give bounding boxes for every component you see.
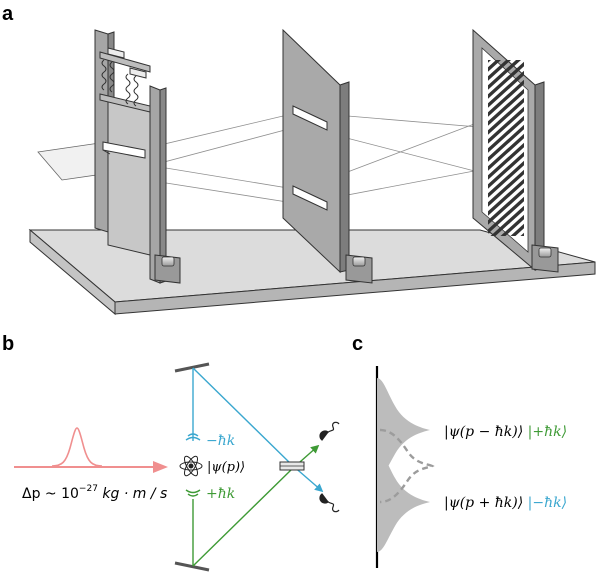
svg-text:|ψ(p + ħk)⟩ |−ħk⟩: |ψ(p + ħk)⟩ |−ħk⟩	[444, 495, 567, 511]
kick-minus-icon	[185, 433, 201, 441]
fringe-stripe	[488, 86, 524, 146]
svg-text:Δp ~ 10−27 kg · m / s: Δp ~ 10−27 kg · m / s	[22, 484, 167, 502]
fringe-stripe	[488, 167, 524, 227]
fringe-stripe	[488, 104, 524, 164]
kick-plus-icon	[185, 489, 201, 497]
fringe-stripe	[488, 113, 524, 173]
fringe-stripe	[476, 294, 536, 353]
fringe-stripe	[488, 149, 524, 209]
panel-c: c |ψ(p − ħk)⟩ |+ħk⟩ |ψ(p + ħk)⟩ |−ħk⟩	[352, 333, 567, 568]
top-mirror	[174, 362, 210, 373]
fringe-stripe	[488, 60, 524, 119]
fringe-stripe	[476, 0, 536, 38]
psi-state-label: |ψ(p)⟩	[207, 460, 245, 475]
ket-lower-label: |−ħk⟩	[528, 495, 567, 511]
panel-b: b Δp ~ 10−27 kg · m / s	[2, 333, 340, 572]
fringe-stripe	[476, 0, 536, 29]
state-lower-label: |ψ(p + ħk)⟩	[444, 495, 523, 511]
svg-text:|ψ(p − ħk)⟩ |+ħk⟩: |ψ(p − ħk)⟩ |+ħk⟩	[444, 424, 567, 440]
fringe-stripe	[488, 122, 524, 182]
momentum-units: kg · m / s	[98, 486, 167, 502]
fringe-stripe	[488, 176, 524, 236]
green-beam-diagonal	[192, 468, 293, 567]
panel-a: a	[2, 0, 596, 353]
fringe-stripe	[488, 212, 524, 236]
fringe-stripe	[476, 276, 536, 335]
gaussian-lower	[377, 450, 430, 552]
detector-lower-icon	[319, 493, 340, 513]
fringe-stripe	[488, 68, 524, 128]
momentum-uncertainty: Δp ~ 10	[22, 486, 79, 502]
gaussian-upper	[377, 378, 430, 478]
minus-hk-label: −ħk	[206, 433, 235, 449]
fringe-stripe	[476, 0, 536, 11]
fringe-stripe	[488, 60, 524, 83]
detector-upper-icon	[319, 421, 340, 441]
fringe-stripe	[488, 158, 524, 218]
fringe-stripe	[488, 203, 524, 236]
fringe-stripe	[476, 285, 536, 344]
ket-upper-label: |+ħk⟩	[528, 424, 567, 440]
atom-icon	[179, 455, 203, 477]
fringe-stripe	[488, 95, 524, 155]
dashed-interference-curve	[379, 428, 435, 504]
momentum-exponent: −27	[79, 484, 98, 494]
interference-fringes	[476, 0, 536, 353]
detection-screen	[472, 0, 559, 353]
fringe-stripe	[488, 140, 524, 200]
fringe-stripe	[488, 194, 524, 236]
fringe-stripe	[488, 60, 524, 92]
panel-label-c: c	[352, 333, 363, 355]
panel-label-b: b	[2, 333, 14, 355]
slit-assembly-1	[94, 29, 181, 284]
base-plate	[28, 228, 596, 316]
momentum-wavepacket	[51, 427, 103, 467]
slit-assembly-2	[282, 28, 373, 284]
bottom-mirror	[174, 561, 210, 572]
fringe-stripe	[488, 185, 524, 236]
fringe-stripe	[488, 60, 524, 110]
fringe-stripe	[476, 0, 536, 20]
blue-beam-diagonal	[192, 367, 293, 466]
panel-label-a: a	[2, 3, 14, 25]
fringe-stripe	[488, 77, 524, 137]
plus-hk-label: +ħk	[206, 486, 235, 502]
fringe-stripe	[488, 60, 524, 101]
fringe-stripe	[476, 0, 536, 2]
fringe-stripe	[476, 0, 536, 47]
state-upper-label: |ψ(p − ħk)⟩	[444, 424, 523, 440]
fringe-stripe	[488, 131, 524, 191]
